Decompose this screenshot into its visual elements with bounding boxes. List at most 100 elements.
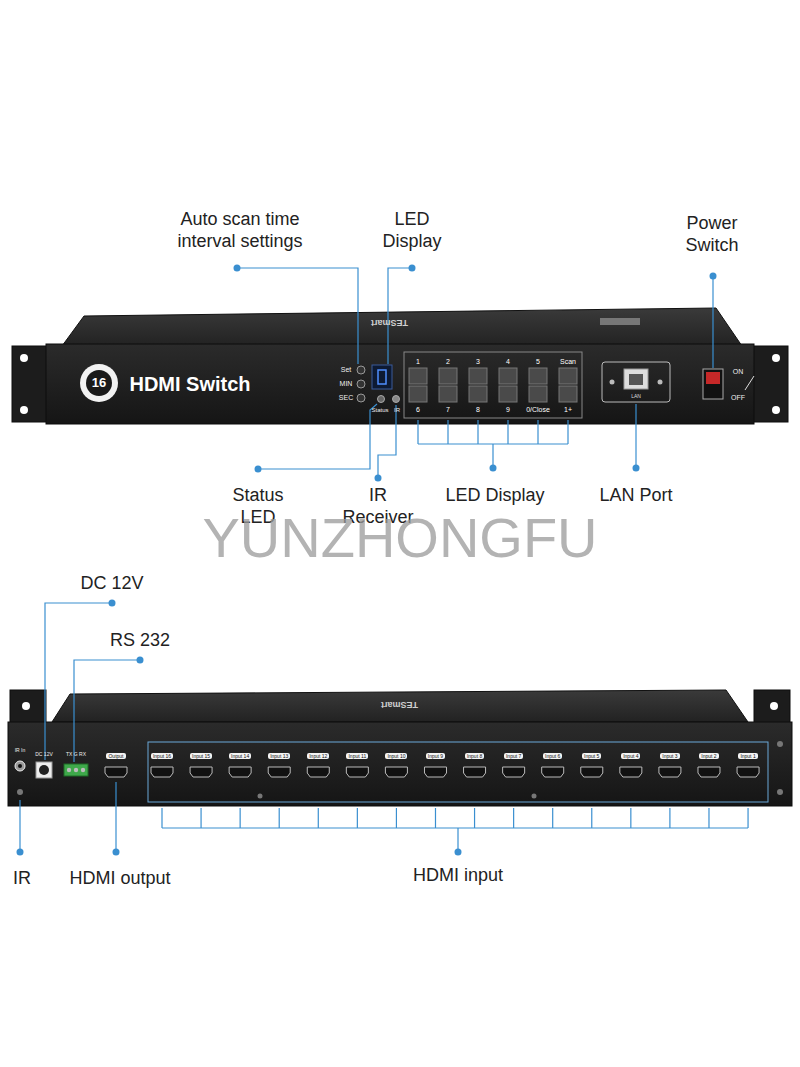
logo-number: 16 bbox=[92, 375, 106, 391]
port-label: Input 11 bbox=[346, 753, 368, 760]
leader-line bbox=[474, 808, 475, 828]
panel-button bbox=[499, 386, 517, 402]
leader-line bbox=[457, 828, 458, 852]
leader-line bbox=[630, 808, 631, 828]
hdmi-port bbox=[307, 767, 329, 777]
leader-dot bbox=[109, 600, 116, 607]
panel-button bbox=[469, 368, 487, 384]
button-label: SEC bbox=[339, 394, 353, 403]
hdmi-port bbox=[268, 767, 290, 777]
product-name: HDMI Switch bbox=[129, 372, 250, 397]
rear-chassis bbox=[8, 690, 792, 806]
callout-label: LED Display bbox=[445, 484, 544, 507]
switch-label: OFF bbox=[731, 394, 745, 403]
port-label: Input 16 bbox=[151, 753, 173, 760]
leader-line bbox=[669, 808, 670, 828]
callout-label: Power Switch bbox=[667, 212, 757, 257]
port-label: Input 4 bbox=[621, 753, 640, 760]
repeated-parts bbox=[105, 366, 759, 777]
callout-label: LAN Port bbox=[599, 484, 672, 507]
port-label: Output bbox=[106, 753, 125, 760]
callout-label: DC 12V bbox=[80, 572, 143, 595]
hdmi-port bbox=[346, 767, 368, 777]
hdmi-port bbox=[698, 767, 720, 777]
callout-label: IR bbox=[13, 867, 31, 890]
port-label: TX G RX bbox=[66, 751, 86, 757]
leader-line bbox=[115, 782, 116, 852]
leader-line bbox=[552, 808, 553, 828]
leader-line bbox=[712, 276, 713, 368]
port-label: Input 3 bbox=[660, 753, 679, 760]
port-label: LAN bbox=[631, 393, 641, 399]
leader-dot bbox=[455, 849, 462, 856]
button-label: 0/Close bbox=[526, 406, 550, 415]
hdmi-port bbox=[581, 767, 603, 777]
leader-line bbox=[708, 808, 709, 828]
leader-line bbox=[258, 404, 377, 469]
leader-line bbox=[45, 603, 112, 760]
button-label: 6 bbox=[416, 406, 420, 415]
leader-line bbox=[200, 808, 201, 828]
setting-button bbox=[357, 380, 365, 388]
leader-line bbox=[357, 808, 358, 828]
button-label: 3 bbox=[476, 358, 480, 367]
hdmi-port bbox=[542, 767, 564, 777]
panel-button bbox=[529, 368, 547, 384]
leader-line bbox=[388, 268, 412, 364]
hdmi-port bbox=[659, 767, 681, 777]
switch-label: ON bbox=[733, 368, 744, 377]
indicator bbox=[378, 396, 385, 403]
callout-label: HDMI output bbox=[69, 867, 170, 890]
leader-line bbox=[507, 420, 508, 444]
leader-line bbox=[279, 808, 280, 828]
leader-dot bbox=[255, 466, 262, 473]
leader-dot bbox=[375, 475, 382, 482]
button-label: Scan bbox=[560, 358, 576, 367]
leader-line bbox=[396, 808, 397, 828]
callout-label: LED Display bbox=[367, 208, 457, 253]
hdmi-port bbox=[503, 767, 525, 777]
panel-button bbox=[409, 386, 427, 402]
leader-lines bbox=[17, 265, 749, 856]
leader-line bbox=[378, 405, 396, 478]
leader-line bbox=[161, 808, 162, 828]
leader-dot bbox=[633, 465, 640, 472]
port-label: IR In bbox=[15, 747, 26, 753]
leader-dot bbox=[113, 849, 120, 856]
callout-label: HDMI input bbox=[413, 864, 503, 887]
leader-dot bbox=[137, 657, 144, 664]
indicator-label: Status bbox=[371, 407, 388, 415]
leader-line bbox=[240, 808, 241, 828]
indicator-label: IR bbox=[394, 407, 400, 415]
button-label: 2 bbox=[446, 358, 450, 367]
port-label: Input 13 bbox=[268, 753, 290, 760]
panel-button bbox=[559, 368, 577, 384]
panel-button bbox=[529, 386, 547, 402]
leader-line bbox=[447, 420, 448, 444]
hdmi-port bbox=[105, 767, 127, 777]
hdmi-port bbox=[737, 767, 759, 777]
hdmi-port bbox=[385, 767, 407, 777]
leader-line bbox=[747, 808, 748, 828]
hdmi-port bbox=[620, 767, 642, 777]
button-label: 1 bbox=[416, 358, 420, 367]
port-label: Input 6 bbox=[543, 753, 562, 760]
leader-line bbox=[74, 660, 140, 762]
indicator bbox=[393, 396, 400, 403]
port-label: Input 7 bbox=[504, 753, 523, 760]
setting-button bbox=[357, 394, 365, 402]
port-label: Input 5 bbox=[582, 753, 601, 760]
button-label: 7 bbox=[446, 406, 450, 415]
top-sticker bbox=[600, 318, 640, 325]
button-label: 1+ bbox=[564, 406, 572, 415]
port-label: Input 9 bbox=[426, 753, 445, 760]
leader-dot bbox=[490, 465, 497, 472]
leader-line bbox=[537, 420, 538, 444]
hdmi-port bbox=[229, 767, 251, 777]
button-label: 4 bbox=[506, 358, 510, 367]
panel-button bbox=[409, 368, 427, 384]
leader-line bbox=[435, 808, 436, 828]
port-label: Input 10 bbox=[385, 753, 407, 760]
